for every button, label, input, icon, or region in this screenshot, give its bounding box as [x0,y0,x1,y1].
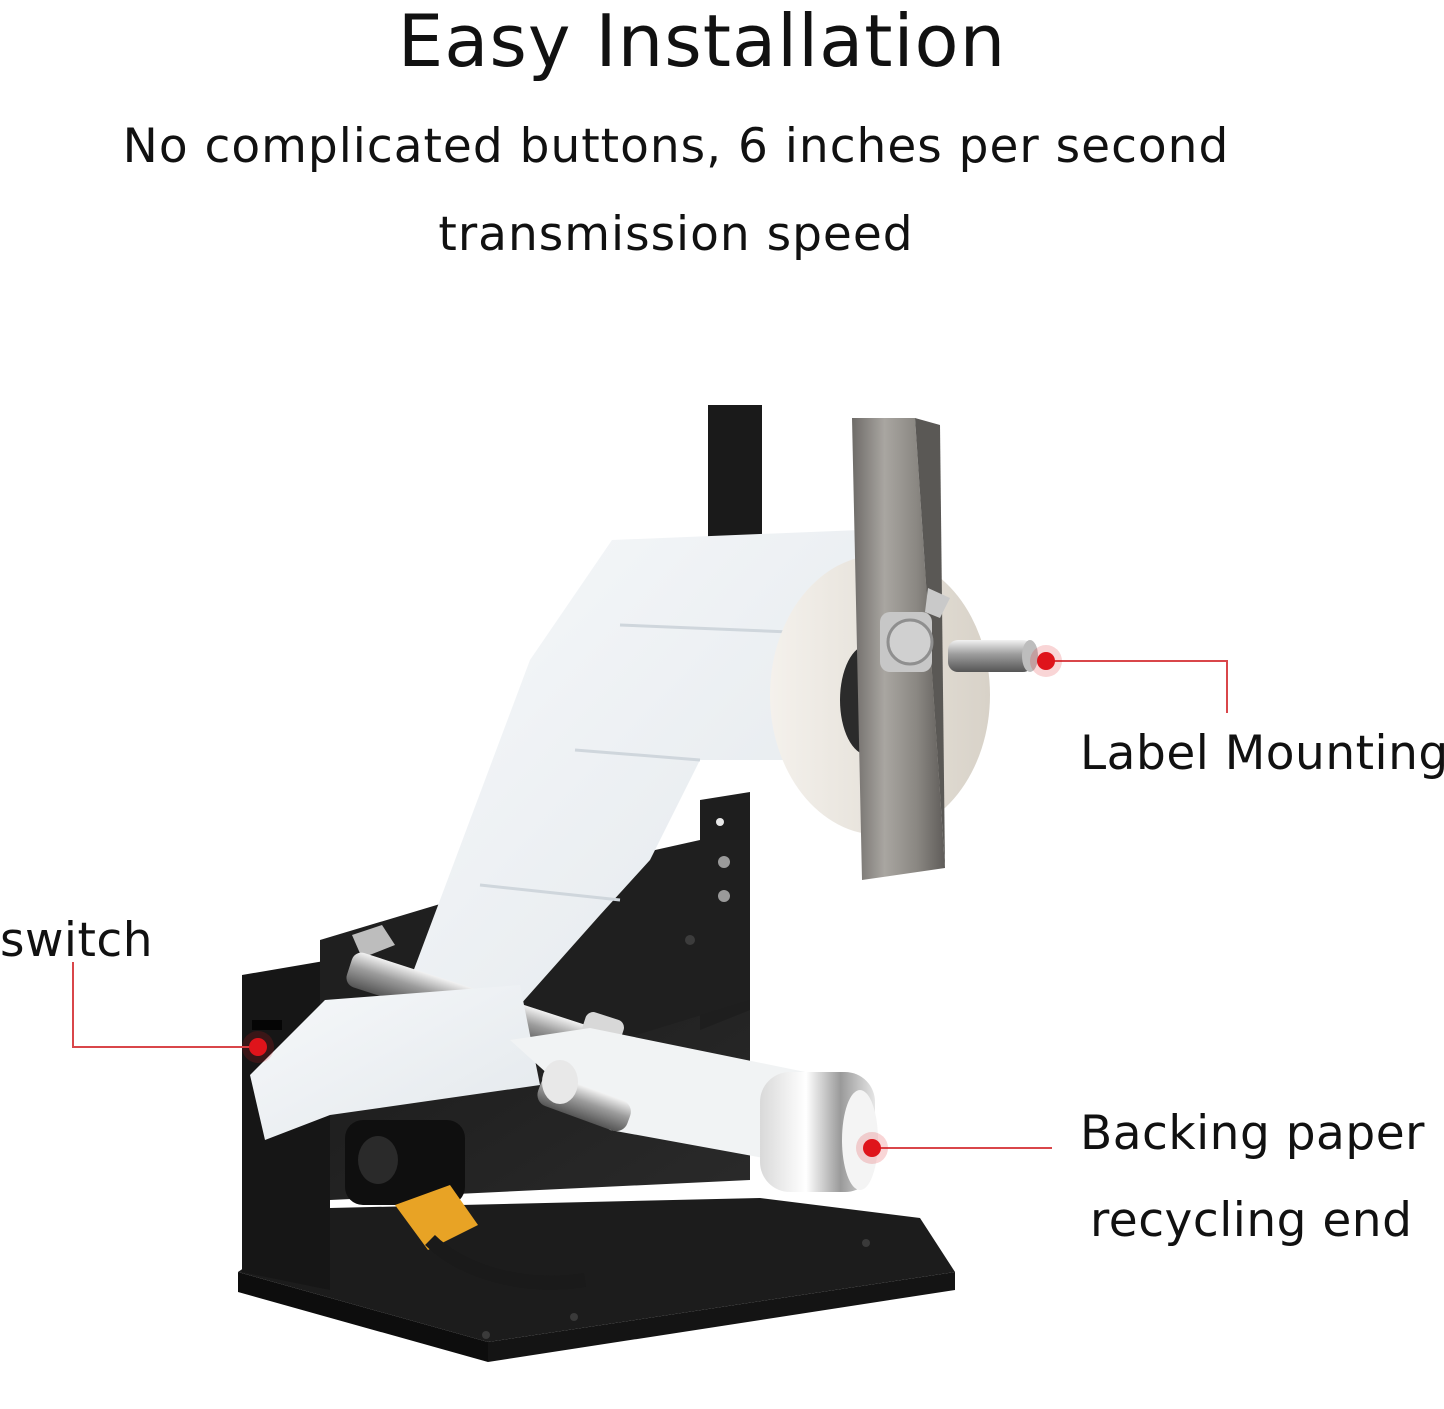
subheadline-line-2: transmission speed [438,207,914,262]
recycling-roller [510,1028,878,1192]
callout-label-mounting-line [1030,645,1228,713]
callout-switch: switch [0,913,154,968]
callout-backing-paper-line-1: Backing paper [1080,1106,1425,1161]
headline: Easy Installation [397,0,1007,83]
callout-backing-paper-line-2: recycling end [1090,1193,1413,1248]
callout-switch-line [72,962,274,1063]
base-plate [238,1198,955,1362]
callout-backing-paper-line [856,1132,1052,1164]
callout-label-mounting: Label Mounting [1080,726,1444,781]
subheadline-line-1: No complicated buttons, 6 inches per sec… [122,119,1230,174]
mounting-plate [852,418,1038,880]
label-output [250,985,540,1140]
power-switch [345,1120,587,1290]
